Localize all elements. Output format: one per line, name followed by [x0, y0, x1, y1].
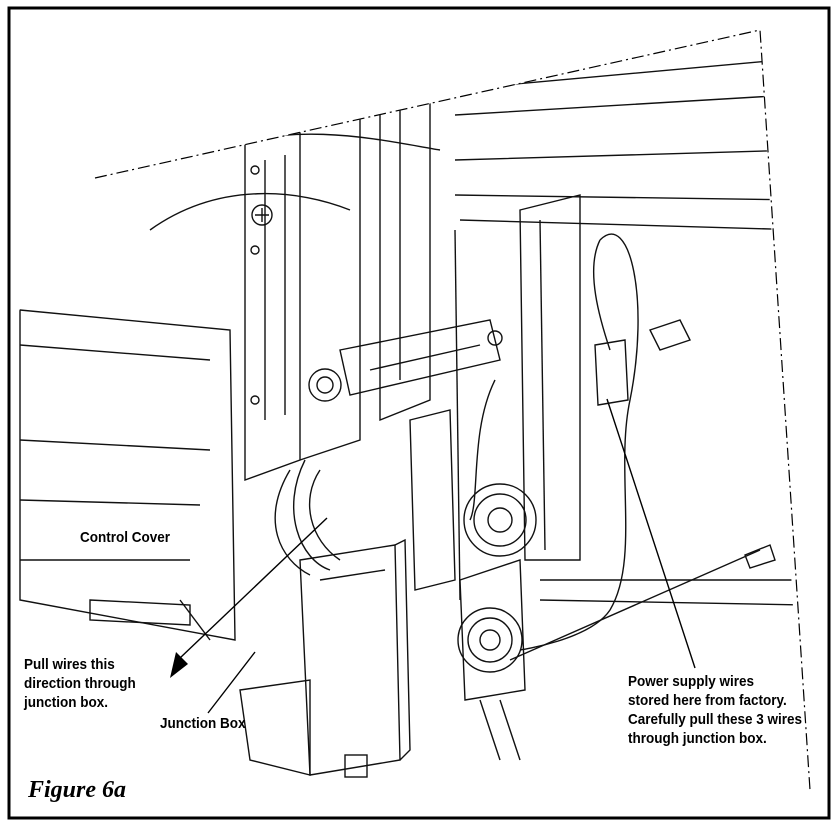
label-control-cover: Control Cover	[80, 528, 180, 547]
pull-direction-arrowhead	[170, 652, 188, 678]
pull-wires-line-2: direction through	[24, 675, 136, 692]
leader-lines	[179, 398, 696, 714]
pull-wires-line-1: Pull wires this	[24, 656, 115, 673]
figure-caption: Figure 6a	[28, 777, 127, 803]
power-supply-line-3: Carefully pull these 3 wires	[628, 711, 803, 728]
control-cover-text: Control Cover	[80, 529, 171, 546]
cutaway-boundary	[94, 29, 811, 791]
figure-border	[7, 6, 831, 820]
pull-wires-line-3: junction box.	[24, 694, 108, 711]
power-supply-line-4: through junction box.	[628, 730, 767, 747]
label-power-supply: Power supply wires stored here from fact…	[628, 672, 821, 748]
label-junction-box: Junction Box	[160, 714, 255, 733]
power-supply-line-2: stored here from factory.	[628, 692, 787, 709]
power-supply-line-1: Power supply wires	[628, 673, 755, 690]
label-pull-wires: Pull wires this direction through juncti…	[24, 655, 148, 712]
junction-box-text: Junction Box	[160, 715, 246, 732]
